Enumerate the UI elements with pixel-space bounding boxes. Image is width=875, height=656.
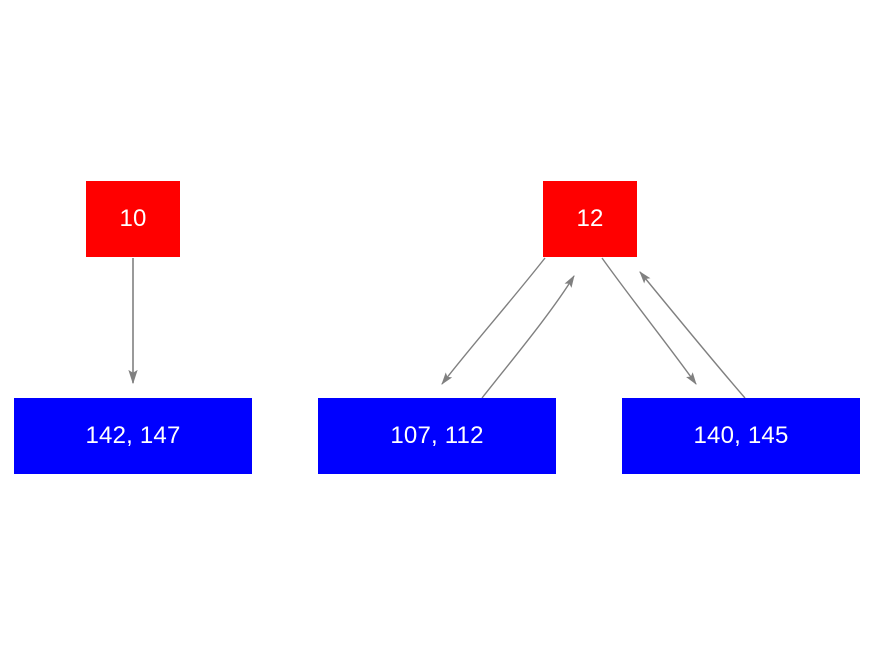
- edge-12-to-140-145: [601, 257, 697, 385]
- node-label-107-112: 107, 112: [390, 422, 484, 449]
- graph-node-12[interactable]: 12: [543, 181, 637, 257]
- edge-12-to-107-112: [441, 257, 546, 385]
- node-label-142-147: 142, 147: [85, 422, 181, 449]
- edge-140-145-to-12: [639, 271, 746, 399]
- node-label-10: 10: [119, 205, 147, 232]
- graph-node-142-147[interactable]: 142, 147: [14, 398, 252, 474]
- graph-node-140-145[interactable]: 140, 145: [622, 398, 860, 474]
- graph-node-10[interactable]: 10: [86, 181, 180, 257]
- graph-node-107-112[interactable]: 107, 112: [318, 398, 556, 474]
- node-label-12: 12: [576, 205, 604, 232]
- edge-107-112-to-12: [481, 275, 575, 399]
- node-label-140-145: 140, 145: [693, 422, 789, 449]
